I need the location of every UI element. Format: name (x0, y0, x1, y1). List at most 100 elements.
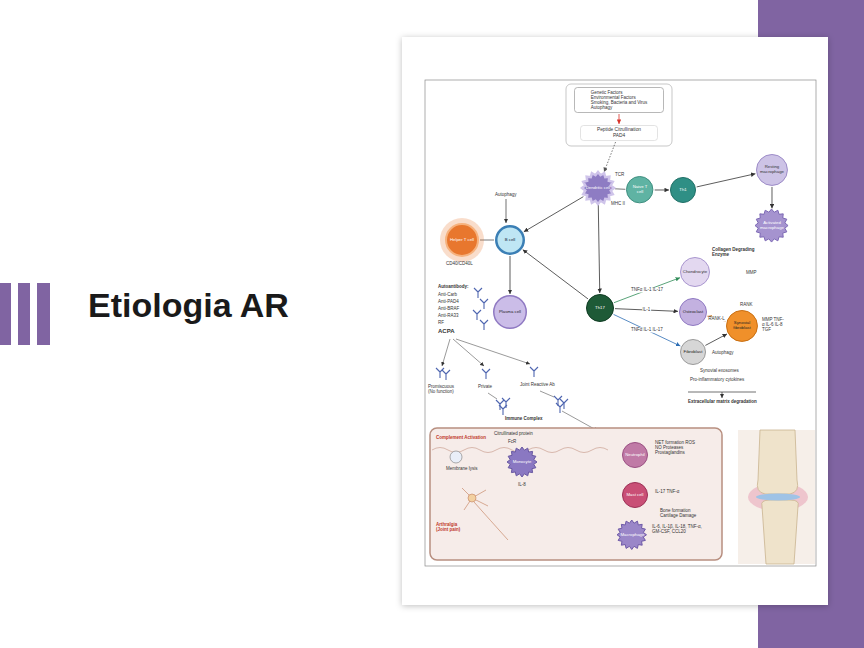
cell-glow (440, 218, 484, 262)
antibody-icons (436, 288, 538, 380)
cell-circle: Naive T cell (626, 176, 653, 203)
node-text: Chondrocyte (683, 270, 707, 275)
neuron-symbol (462, 488, 508, 540)
annotation-label: Collagen Degrading Enzyme (712, 247, 756, 257)
annotation-label: Anti-BRAF (438, 306, 459, 311)
node-text: PAD4 (597, 133, 641, 139)
annotation-label: Arthralgia (Joint pain) (436, 522, 470, 532)
node-text: Autophagy (591, 105, 648, 110)
connector-arrow (705, 334, 727, 345)
cell-circle: Resting macrophage (756, 154, 788, 186)
synovium-panel (430, 428, 722, 560)
annotation-label: Anti-Carb (438, 292, 457, 297)
node-text: Plasma cell (499, 310, 521, 315)
slide-title: Etiologia AR (88, 286, 289, 325)
annotation-label: Promiscuous (No function) (428, 384, 462, 394)
node-text: Activated macrophage (759, 221, 785, 231)
annotation-label: Citrullinated protein (494, 431, 533, 436)
node-text: Environmental Factors (591, 95, 648, 100)
process-box: Peptide CitrullinationPAD4 (580, 125, 658, 141)
cell-body (680, 299, 707, 326)
cell-circle: Helper T cell (445, 223, 479, 257)
connector-arrow (619, 114, 620, 124)
figure-card (402, 37, 828, 605)
connector-arrow (707, 316, 725, 321)
annotation-label: NET formation ROS NO Proteases Prostagla… (655, 440, 697, 456)
annotation-label: IL-6, IL-1β, IL-18, TNF-α, GM-CSF, CCL20 (652, 524, 702, 534)
cell-body (446, 224, 478, 256)
node-text: Dendritic cell (586, 186, 611, 191)
annotation-label: Complement Activation (436, 435, 486, 440)
immune-complex-icons (496, 396, 568, 415)
accent-stripe (18, 283, 30, 345)
node-text: Naive T cell (630, 185, 650, 195)
node-text: Monocyte (513, 460, 532, 465)
cell-circle: Fibroblast (680, 339, 706, 365)
cell-body (681, 340, 706, 365)
antibody-branches (442, 339, 598, 431)
accent-stripe (37, 283, 50, 345)
annotation-label: Pro-inflammatory cytokines (690, 377, 744, 382)
annotation-label: FcR (508, 439, 516, 444)
cell-circle: Plasma cell (493, 295, 527, 329)
cell-circle: Neutrophil (622, 442, 648, 468)
figure-frame (425, 80, 816, 566)
cell-circle: Monocyte (507, 447, 537, 477)
process-box: Genetic FactorsEnvironmental FactorsSmok… (574, 87, 664, 113)
cell-body (507, 447, 537, 477)
annotation-label: Anti-PAD4 (438, 299, 459, 304)
accent-stripe (0, 283, 11, 345)
annotation-label: RANK (740, 302, 753, 307)
connector-arrow (523, 250, 588, 299)
annotation-label: IL-17 TNF-α (655, 489, 679, 494)
cell-circle: Osteoclast (679, 298, 707, 326)
node-text: Th17 (595, 306, 605, 311)
cell-circle: B cell (495, 225, 525, 255)
annotation-label: Anti-RA33 (438, 313, 459, 318)
group-outline (566, 84, 672, 146)
cell-body (727, 311, 758, 342)
cell-body (587, 295, 614, 322)
edge-label: TNFα IL-1 IL-17 (630, 288, 664, 293)
annotation-label: Joint Reactive Ab (520, 382, 555, 387)
node-text: Neutrophil (625, 453, 645, 458)
connector-arrow (655, 189, 669, 190)
cell-body (755, 209, 788, 242)
cell-body (582, 172, 614, 204)
cell-body (671, 178, 696, 203)
cell-body (681, 258, 710, 287)
node-text: Smoking, Bacteria and Virus (591, 100, 648, 105)
annotation-label: RF (438, 320, 444, 325)
cell-circle: Th17 (586, 294, 614, 322)
cell-circle: Mast cell (622, 482, 648, 508)
node-text: Resting macrophage (760, 165, 785, 175)
node-text: Fibroblast (684, 350, 703, 355)
node-text: Genetic Factors (591, 90, 648, 95)
cell-body (757, 155, 788, 186)
node-text: Synovial fibroblast (730, 321, 755, 331)
cell-circle: Dendritic cell (582, 172, 614, 204)
node-text: Macrophage (621, 533, 644, 538)
node-text: Th1 (679, 188, 686, 193)
annotation-label: Extracellular matrix degradation (688, 399, 757, 404)
edge-label: IL-1 (642, 308, 652, 313)
annotation-label: Private (478, 384, 492, 389)
connector-arrow (598, 205, 599, 293)
annotation-label: MMP TNF-α IL-6 IL-8 TGF (762, 317, 784, 333)
connector-arrow (604, 142, 615, 172)
cell-circle: Th1 (670, 177, 696, 203)
annotation-label: Immune Complex (505, 416, 543, 421)
cell-body (623, 443, 648, 468)
cell-body (627, 177, 653, 203)
cell-body (617, 520, 647, 550)
annotation-label: TCR (615, 172, 624, 177)
box-fill (575, 88, 664, 113)
annotation-label: Autophagy (712, 350, 734, 355)
cell-body (623, 483, 648, 508)
connector-arrow (614, 314, 681, 346)
annotation-label: Autoantibody: (438, 284, 469, 289)
connector-arrow (614, 278, 680, 303)
knee-illustration (738, 430, 815, 564)
connector-arrow (771, 187, 772, 209)
cell-circle: Activated macrophage (755, 209, 788, 242)
